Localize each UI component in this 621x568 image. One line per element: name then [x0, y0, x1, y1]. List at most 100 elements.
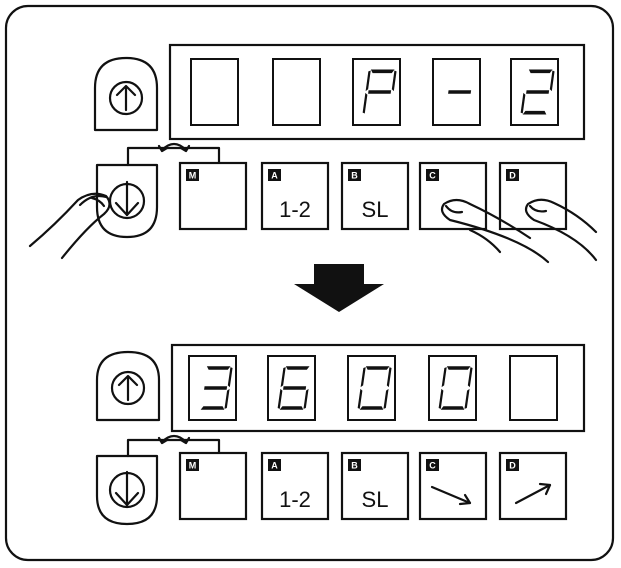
letter-text: A — [271, 171, 278, 181]
segment — [206, 366, 231, 370]
segment — [526, 90, 550, 94]
segment — [438, 388, 444, 409]
finger-icon — [440, 198, 550, 264]
segment — [464, 388, 470, 409]
mode-button-b[interactable]: B SL — [340, 451, 410, 521]
segment — [362, 92, 368, 114]
mode-button-m[interactable]: M — [178, 451, 248, 521]
segment — [440, 406, 465, 410]
segment — [383, 388, 389, 409]
outer-frame — [4, 4, 615, 562]
button-label: 1-2 — [279, 487, 311, 512]
letter-text: M — [189, 171, 197, 181]
display-window — [170, 343, 586, 433]
mode-button-d[interactable]: D — [498, 451, 568, 521]
mode-button-b[interactable]: BSL — [340, 161, 410, 231]
segment — [365, 366, 390, 370]
segment — [227, 367, 233, 388]
segment — [386, 367, 392, 388]
letter-badge — [426, 169, 439, 181]
segment — [528, 69, 553, 74]
letter-badge — [506, 169, 519, 181]
finger-icon — [524, 198, 598, 262]
display-window — [168, 43, 586, 141]
segment — [279, 406, 304, 410]
segment — [549, 70, 555, 92]
letter-badge — [186, 169, 199, 181]
mode-button-c[interactable]: C — [418, 161, 488, 231]
letter-badge — [348, 169, 361, 181]
letter-text: C — [429, 171, 436, 181]
segment — [441, 367, 447, 388]
letter-badge — [268, 459, 281, 471]
segment — [522, 110, 547, 115]
mode-buttons: M A 1-2 BSL C D — [178, 161, 568, 231]
mode-button-a[interactable]: A 1-2 — [260, 161, 330, 231]
segment — [280, 367, 286, 388]
letter-badge — [506, 459, 519, 471]
letter-badge — [268, 169, 281, 181]
letter-badge — [348, 459, 361, 471]
down-key[interactable] — [95, 454, 159, 526]
segment — [368, 90, 392, 94]
link-arc-icon — [126, 434, 221, 458]
finger-icon — [28, 192, 111, 260]
segment — [204, 386, 228, 390]
button-label: SL — [362, 487, 389, 512]
segment — [285, 366, 310, 370]
arrow-down-right-icon — [430, 485, 472, 506]
digit-cell — [510, 58, 559, 126]
segment — [446, 366, 471, 370]
digit-cell — [267, 355, 316, 421]
link-arc-icon — [126, 142, 221, 167]
letter-text: B — [351, 461, 358, 471]
mode-button-a[interactable]: A 1-2 — [260, 451, 330, 521]
letter-text: B — [351, 171, 358, 181]
arrow-up-icon — [108, 80, 144, 116]
down-key[interactable] — [95, 163, 159, 239]
arrow-up-icon — [110, 370, 146, 406]
letter-badge — [186, 459, 199, 471]
arrow-up-right-icon — [514, 482, 552, 505]
display-digits — [188, 355, 558, 421]
digit-cell — [190, 58, 239, 126]
bottom-panel: M A 1-2 B SL C D — [95, 343, 586, 526]
mode-button-m[interactable]: M — [178, 161, 248, 231]
arrow-down-icon — [108, 470, 146, 509]
segment — [357, 388, 363, 409]
segment — [277, 388, 283, 409]
segment — [359, 406, 384, 410]
letter-badge — [426, 459, 439, 471]
digit-cell — [428, 355, 477, 421]
segment — [520, 92, 526, 114]
up-key[interactable] — [95, 350, 161, 422]
digit-cell — [509, 355, 558, 421]
letter-text: A — [271, 461, 278, 471]
segment — [360, 367, 366, 388]
digit-cell — [352, 58, 401, 126]
digit-cell — [347, 355, 396, 421]
segment — [365, 70, 371, 92]
up-key[interactable] — [93, 56, 159, 132]
segment — [467, 367, 473, 388]
digit-cell — [432, 58, 481, 126]
segment — [200, 406, 225, 410]
mode-buttons: M A 1-2 B SL C D — [178, 451, 568, 521]
display-digits — [190, 58, 559, 126]
segment — [283, 386, 307, 390]
letter-text: D — [509, 171, 516, 181]
digit-cell — [188, 355, 237, 421]
segment — [370, 69, 395, 74]
button-label: 1-2 — [279, 197, 311, 222]
segment — [391, 70, 397, 92]
segment — [448, 90, 472, 94]
letter-text: M — [189, 461, 197, 471]
arrow-down-solid-icon — [294, 264, 384, 312]
top-panel: M A 1-2 BSL C D — [28, 43, 598, 264]
segment — [303, 388, 309, 409]
segment — [224, 388, 230, 409]
mode-button-c[interactable]: C — [418, 451, 488, 521]
letter-text: D — [509, 461, 516, 471]
